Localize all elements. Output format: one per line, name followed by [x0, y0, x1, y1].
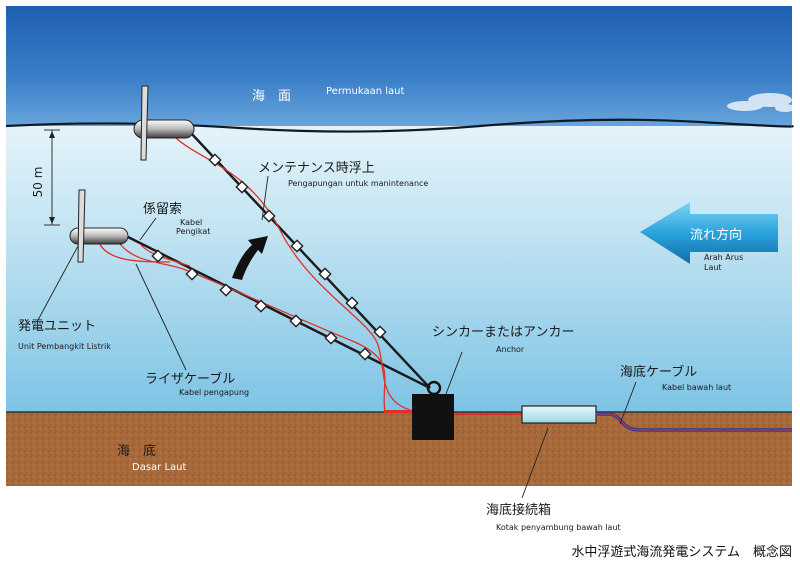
riser-label-jp: ライザケーブル — [145, 371, 235, 387]
anchor-label-id: Anchor — [496, 345, 525, 354]
unit-label-jp: 発電ユニット — [18, 319, 96, 334]
subsea-cable-inner — [596, 413, 792, 431]
anchor-sinker — [412, 380, 454, 440]
current-label-id-1: Arah Arus — [704, 253, 743, 262]
subsea-cable-label-jp: 海底ケーブル — [620, 364, 697, 380]
water — [6, 126, 792, 415]
current-direction-arrow — [640, 202, 778, 264]
riser-cables — [97, 137, 411, 413]
riser-label-id: Kabel pengapung — [179, 388, 249, 397]
unit-label-id: Unit Pembangkit Listrik — [18, 342, 111, 351]
diagram-caption: 水中浮遊式海流発電システム 概念図 — [571, 544, 792, 560]
cable-floats-upper — [208, 153, 387, 339]
sea-surface-label-id: Permukaan laut — [326, 86, 404, 97]
current-label-jp: 流れ方向 — [690, 227, 742, 243]
maintenance-label-jp: メンテナンス時浮上 — [258, 161, 375, 176]
subsea-cable-label-id: Kabel bawah laut — [662, 383, 731, 392]
mooring-label-id-1: Kabel — [180, 218, 202, 227]
rise-arrow — [232, 236, 268, 280]
cable-floats-lower — [151, 249, 372, 361]
seabed-label-id: Dasar Laut — [132, 462, 186, 473]
generator-unit-surfaced — [133, 85, 195, 161]
maintenance-label-id: Pengapungan untuk manintenance — [288, 179, 428, 188]
leader-lines — [37, 175, 637, 499]
seabed-label-jp: 海 底 — [117, 443, 156, 459]
junction-label-id: Kotak penyambung bawah laut — [496, 523, 621, 532]
sky — [6, 6, 792, 128]
sea-surface-label-jp: 海 面 — [252, 89, 291, 104]
junction-box — [521, 405, 597, 424]
junction-label-jp: 海底接続箱 — [486, 502, 551, 518]
seabed — [6, 412, 792, 486]
mooring-label-jp: 係留索 — [143, 202, 182, 217]
anchor-label-jp: シンカーまたはアンカー — [432, 325, 574, 340]
generator-unit-submerged — [69, 189, 129, 263]
clouds — [727, 93, 795, 112]
depth-marker — [44, 129, 60, 226]
depth-label: 50 m — [31, 167, 45, 198]
current-label-id-2: Laut — [704, 263, 722, 272]
mooring-label-id-2: Pengikat — [176, 227, 210, 236]
